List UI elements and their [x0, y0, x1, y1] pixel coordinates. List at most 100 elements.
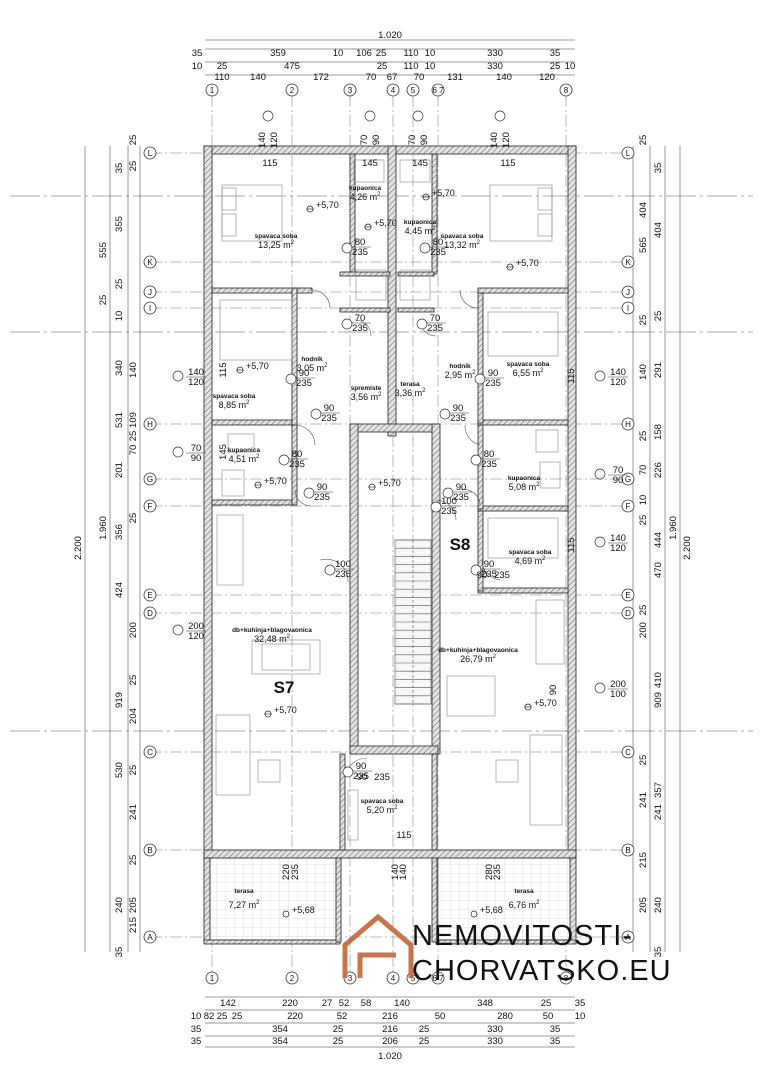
axis-letter-marker	[621, 285, 635, 299]
axis-number-marker	[431, 83, 445, 97]
axis-number-label: 5	[411, 974, 416, 983]
door-height-label: 235	[353, 771, 369, 782]
room-name-label: kupaonica	[349, 185, 382, 192]
axis-number-label: 2	[290, 974, 295, 983]
axis-number-label: 1	[210, 86, 215, 95]
room-area-label: 7,27 m2	[229, 900, 261, 910]
top-dimension-label: 10	[565, 61, 576, 72]
left-dimension-label: 25	[128, 513, 139, 524]
bottom-dimension-label: 25	[333, 1024, 344, 1035]
room-name-label: spremiste	[351, 385, 382, 392]
window-width-label: 70	[191, 443, 202, 454]
room-name-label: hodnik	[449, 363, 471, 370]
axis-letter-label: B	[147, 846, 152, 855]
right-dimension-label: 215	[638, 852, 649, 868]
left-dimension-label: 356	[114, 524, 125, 540]
axis-letter-label: D	[625, 609, 631, 618]
right-dimension-label: 444	[653, 532, 664, 548]
top-dimension-label: 330	[487, 48, 503, 59]
room-area-label: 5,20 m2	[367, 805, 399, 815]
window-sill-width-label: 145	[218, 444, 229, 460]
top-dimension-label: 35	[550, 48, 561, 59]
room-area-value: 5,20	[367, 805, 387, 815]
axis-number-label: 6 7	[432, 86, 444, 95]
room-area-value: 26,79	[460, 654, 485, 664]
door-width-label: 80	[484, 449, 495, 460]
axis-letter-marker	[621, 606, 635, 620]
axis-number-marker	[386, 83, 400, 97]
room-area-superscript: 2	[493, 654, 497, 660]
axis-letter-marker	[621, 417, 635, 431]
right-dimension-label: 25	[638, 315, 649, 326]
room-area-superscript: 2	[287, 634, 291, 640]
left-dimension-label: 340	[114, 360, 125, 376]
top-dimension-label: 131	[447, 72, 463, 83]
axis-letter-label: L	[626, 149, 631, 158]
right-dimension-label: 240	[653, 897, 664, 913]
door-height-label: 235	[450, 413, 466, 424]
left-dimension-label: 215	[128, 917, 139, 933]
right-dimension-label: 565	[638, 237, 649, 253]
level-label: +5,70	[274, 705, 297, 715]
dimension-lines	[84, 39, 681, 1048]
right-dimension-label: 25	[638, 755, 649, 766]
axis-letter-marker	[143, 417, 157, 431]
window-marker	[172, 446, 184, 458]
left-dimension-label: 35	[114, 163, 125, 174]
axis-number-marker	[559, 971, 573, 985]
window-sill-width-label: 115	[262, 158, 277, 169]
room-area-value: 6,76	[509, 900, 529, 910]
misc-dimension-label: 280	[484, 864, 495, 880]
level-label: +5,70	[246, 361, 269, 371]
bottom-dimension-label: 50	[435, 1011, 446, 1022]
house-logo-icon	[342, 913, 414, 978]
door-height-label: 235	[485, 378, 501, 389]
axis-letter-label: J	[148, 288, 152, 297]
window-width-label: 70	[359, 135, 370, 146]
axis-number-marker	[431, 971, 445, 985]
room-area-value: 3,36	[395, 388, 415, 398]
axis-letter-label: D	[147, 609, 153, 618]
bottom-dimension-label: 35	[191, 1036, 202, 1047]
room-area-label: 26,79 m2	[460, 654, 497, 664]
misc-dimension-label: 140	[398, 864, 409, 880]
right-overall-dimension: 2.200	[682, 536, 693, 560]
level-markers: +5,70+5,70+5,70+5,70+5,70+5,70+5,70+5,70…	[236, 188, 557, 918]
top-dimension-label: 25	[550, 61, 561, 72]
right-dimension-label: 241	[638, 792, 649, 808]
right-dimension-label: 140	[638, 364, 649, 380]
level-label: +5,68	[292, 905, 315, 915]
misc-dimension-label: 220	[281, 864, 292, 880]
left-dimension-label: 201	[114, 462, 125, 478]
bottom-dimension-label: 10	[575, 1011, 586, 1022]
top-dimension-label: 110	[403, 48, 418, 59]
top-dimension-label: 10	[425, 61, 436, 72]
axis-letter-label: C	[147, 748, 153, 757]
room-area-superscript: 2	[256, 900, 260, 906]
right-dimension-label: 25	[638, 135, 649, 146]
room-area-label: 3,36 m2	[395, 388, 427, 398]
axis-number-label: 2	[290, 86, 295, 95]
left-dimension-label: 555	[98, 242, 109, 258]
axis-letter-marker	[143, 255, 157, 269]
room-area-superscript: 2	[378, 392, 382, 398]
top-dimension-label: 70	[366, 72, 377, 83]
axis-letter-marker	[621, 255, 635, 269]
door-marker	[278, 454, 290, 466]
axis-letter-label: G	[147, 475, 153, 484]
axis-letter-marker	[143, 588, 157, 602]
window-sill-width-label: 145	[362, 158, 378, 169]
room-area-unit: m	[529, 482, 537, 492]
axis-letter-marker	[621, 588, 635, 602]
axis-letter-label: H	[625, 420, 631, 429]
room-area-superscript: 2	[394, 805, 398, 811]
bottom-dimension-label: 354	[272, 1024, 288, 1035]
watermark-line1: NEMOVITOSTI-	[412, 920, 633, 952]
left-dimension-label: 109	[128, 412, 139, 428]
window-width-label: 140	[257, 132, 268, 148]
top-dimension-label: 25	[376, 48, 387, 59]
window-sill-width-label: 115	[218, 362, 229, 377]
room-area-superscript: 2	[536, 900, 540, 906]
top-dimension-label: 67	[387, 72, 398, 83]
